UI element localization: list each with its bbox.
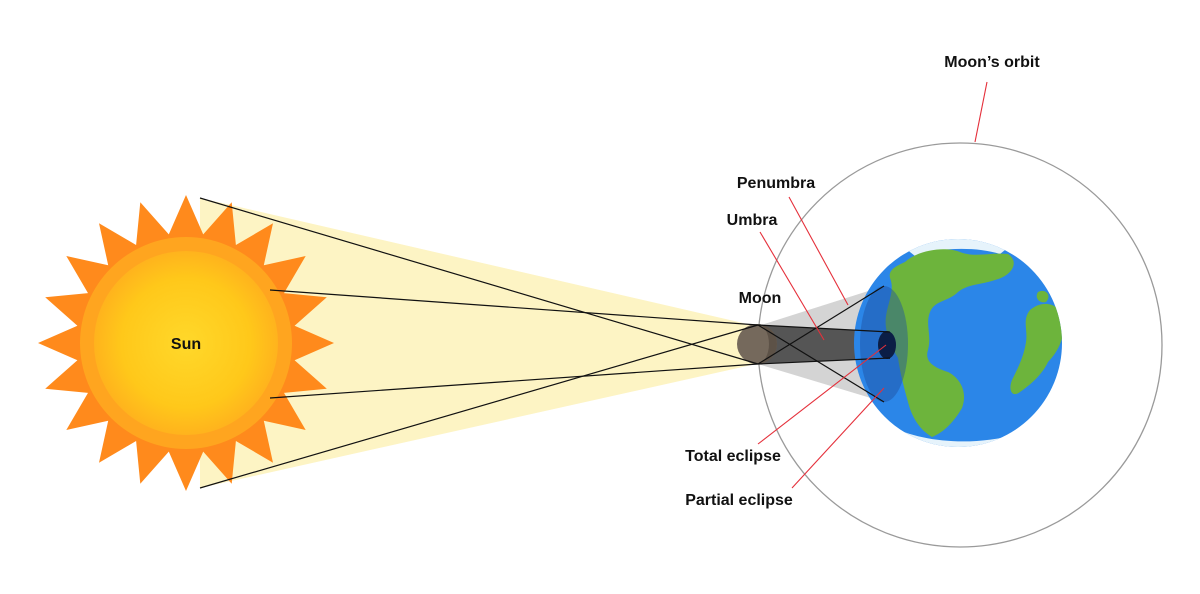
leader-line-partial-eclipse <box>791 387 885 489</box>
sun-body-inner <box>94 251 278 435</box>
earth-land-small <box>1036 290 1049 303</box>
light-line-outer-bottom <box>199 324 759 489</box>
leader-lines <box>757 81 988 489</box>
light-lines <box>199 197 891 489</box>
partial-eclipse-label: Partial eclipse <box>685 492 793 509</box>
earth-umbra-zone <box>878 331 896 359</box>
total-eclipse-label: Total eclipse <box>685 448 781 465</box>
leader-line-total-eclipse <box>757 344 887 445</box>
sun-label: Sun <box>171 336 201 353</box>
sun-icon <box>38 195 334 491</box>
umbra-label: Umbra <box>727 212 778 229</box>
leader-line-orbit <box>974 81 988 143</box>
leader-line-umbra <box>759 231 825 341</box>
penumbra-label: Penumbra <box>737 175 815 192</box>
penumbra-line-bottom <box>757 324 885 403</box>
penumbra-line-top <box>757 285 885 365</box>
moon-body <box>737 324 777 364</box>
leader-line-penumbra <box>788 196 849 306</box>
sunlight-beam <box>200 198 756 488</box>
light-line-inner-bottom <box>269 363 759 399</box>
umbra-line-top <box>757 324 891 333</box>
light-line-outer-top <box>199 197 759 365</box>
earth-icon <box>854 239 1062 447</box>
earth-land-east <box>1010 303 1062 395</box>
moons-orbit-label: Moon’s orbit <box>944 54 1040 71</box>
light-line-inner-top <box>269 289 759 326</box>
earth-land-americas <box>885 249 1014 437</box>
moon-label: Moon <box>739 290 782 307</box>
